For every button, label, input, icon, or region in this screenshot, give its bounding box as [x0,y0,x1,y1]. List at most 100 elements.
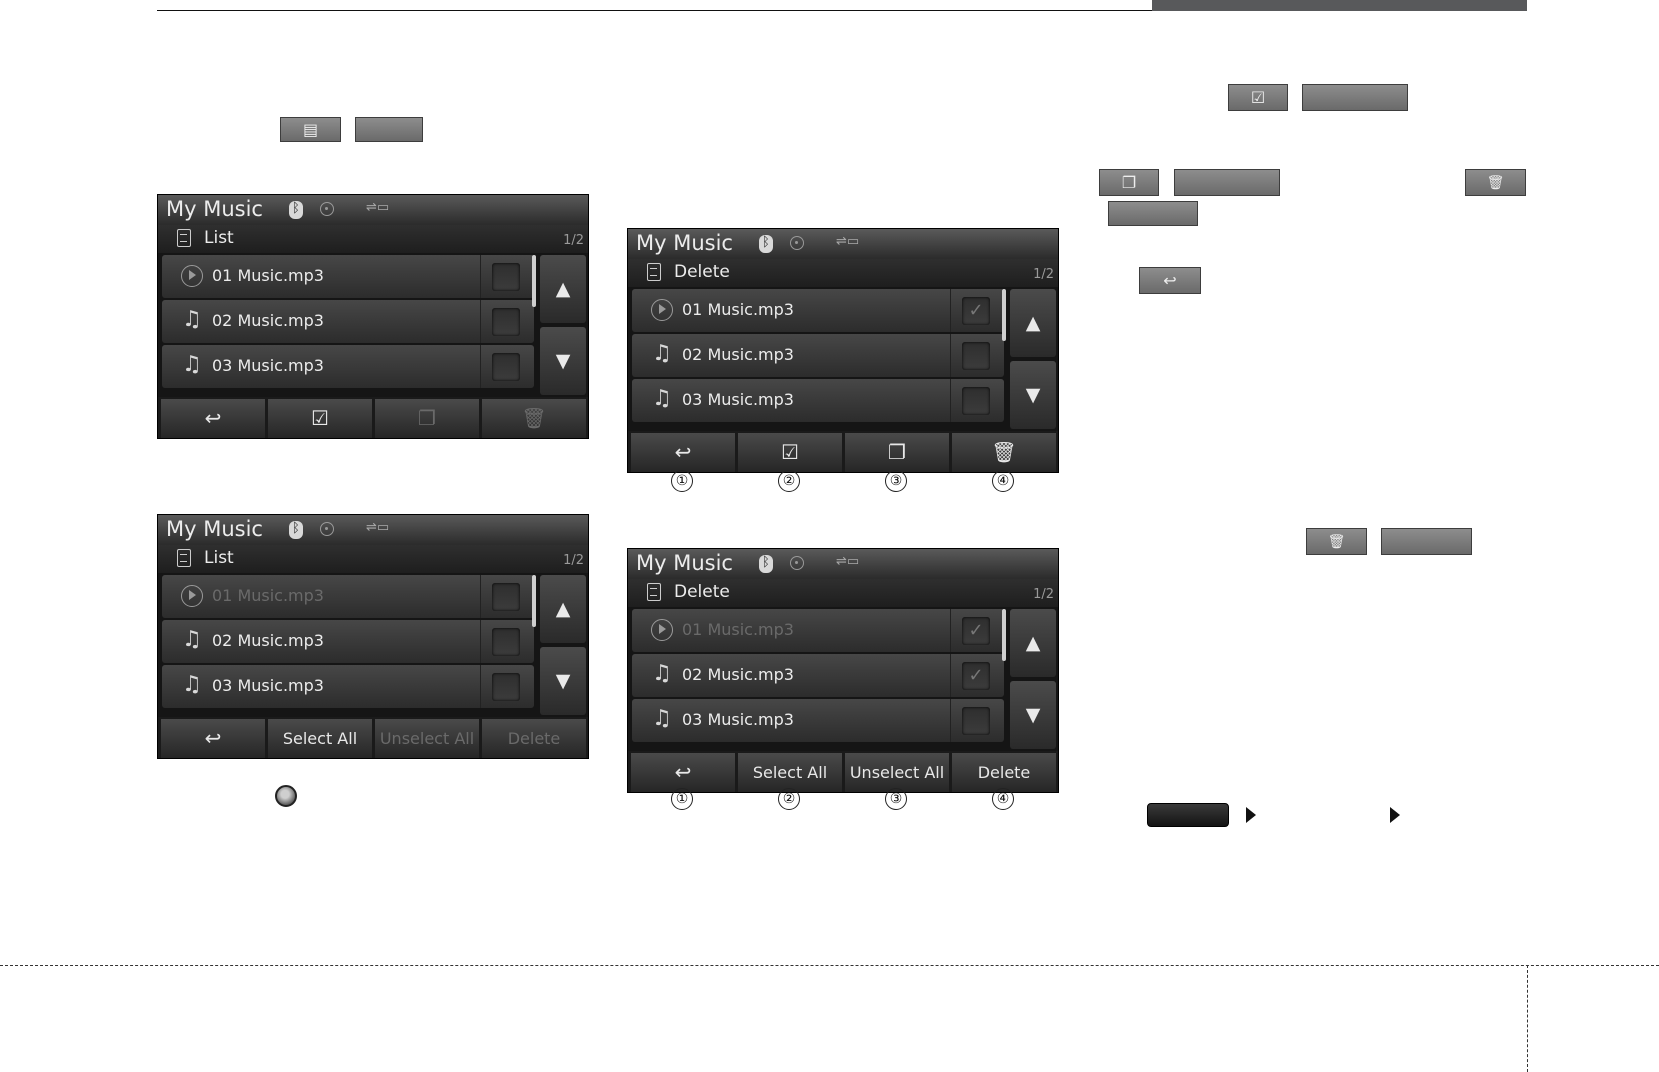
tune-knob-icon [275,785,297,807]
select-button[interactable]: Select All [738,753,842,792]
arrow-right-icon [1390,807,1400,823]
select-button[interactable]: ☑ [268,399,372,438]
back-button[interactable]: ↩ [631,433,735,472]
back-button-image: ↩ [1139,267,1201,294]
delete-button[interactable]: 🗑 [482,399,586,438]
divider [480,255,481,298]
checkbox[interactable] [962,342,990,370]
music-note-icon: ♫ [182,352,202,377]
bottom-dashed-divider [1527,965,1528,1072]
file-name: 02 Music.mp3 [212,631,324,650]
delete-button[interactable]: Delete [952,753,1056,792]
checkbox[interactable]: ✓ [962,297,990,325]
copy-button[interactable]: ❐ [845,433,949,472]
select-button[interactable]: Select All [268,719,372,758]
list-item[interactable]: 01 Music.mp3 ✓ [632,609,1004,652]
back-button[interactable]: ↩ [631,753,735,792]
screen-title: My Music [636,551,733,575]
list-item[interactable]: ♫ 02 Music.mp3 [632,334,1004,377]
play-icon [181,585,203,607]
list-item[interactable]: 01 Music.mp3 [162,575,534,618]
scroll-up-button[interactable]: ▲ [1010,609,1056,677]
list-item[interactable]: 01 Music.mp3 ✓ [632,289,1004,332]
mode-label: List [204,228,234,248]
music-note-icon: ♫ [652,386,672,411]
list-button-image: ▤ [280,117,341,142]
callout-number: ② [778,788,800,810]
scroll-up-button[interactable]: ▲ [540,255,586,323]
play-icon [651,299,673,321]
checkbox[interactable] [492,353,520,381]
copy-button[interactable]: Unselect All [375,719,479,758]
copy-button[interactable]: ❐ [375,399,479,438]
page-indicator: 1/2 [563,233,584,248]
scroll-down-button[interactable]: ▼ [540,327,586,395]
bottom-dashed-rule [0,965,1659,966]
music-screen: My Music ⇌▭ Delete 1/2 01 Music.mp3 ✓ ♫ … [627,228,1059,473]
list-item[interactable]: ♫ 03 Music.mp3 [632,699,1004,742]
usb-icon: ⇌▭ [366,520,390,535]
back-button[interactable]: ↩ [161,399,265,438]
divider [480,300,481,343]
check-icon: ☑ [1250,88,1266,107]
divider [950,379,951,422]
list-item[interactable]: 01 Music.mp3 [162,255,534,298]
callout-number: ③ [885,470,907,492]
scrollbar[interactable] [532,255,536,307]
music-note-icon: ♫ [182,672,202,697]
checkbox[interactable]: ✓ [962,617,990,645]
music-note-icon: ♫ [182,627,202,652]
usb-icon: ⇌▭ [836,554,860,569]
mark-label-button-image [1302,84,1408,111]
sub-header: Delete 1/2 [628,259,1058,287]
checkbox[interactable] [492,583,520,611]
list-item[interactable]: ♫ 02 Music.mp3 [162,300,534,343]
copy-button[interactable]: Unselect All [845,753,949,792]
back-button[interactable]: ↩ [161,719,265,758]
music-note-icon: ♫ [652,341,672,366]
screen-header: My Music ⇌▭ [158,515,588,545]
top-tab-bar [1152,0,1527,11]
scroll-up-button[interactable]: ▲ [540,575,586,643]
top-rule [157,10,1527,11]
file-name: 01 Music.mp3 [682,620,794,639]
scrollbar[interactable] [532,575,536,627]
list-item[interactable]: ♫ 03 Music.mp3 [162,345,534,388]
trash-icon: 🗑 [1327,533,1346,550]
screen-header: My Music ⇌▭ [158,195,588,225]
divider [950,334,951,377]
scroll-down-button[interactable]: ▼ [1010,681,1056,749]
list-item[interactable]: ♫ 02 Music.mp3 [162,620,534,663]
music-screen: My Music ⇌▭ List 1/2 01 Music.mp3 ♫ 02 M… [157,194,589,439]
checkbox[interactable]: ✓ [962,662,990,690]
mode-label: Delete [674,262,730,282]
scrollbar[interactable] [1002,609,1006,661]
scroll-down-button[interactable]: ▼ [540,647,586,715]
select-button[interactable]: ☑ [738,433,842,472]
trash-icon: 🗑 [1486,174,1505,191]
checkbox[interactable] [492,308,520,336]
bluetooth-icon [759,555,773,573]
scroll-down-button[interactable]: ▼ [1010,361,1056,429]
delete-button[interactable]: Delete [482,719,586,758]
checkbox[interactable] [492,673,520,701]
list-item[interactable]: ♫ 02 Music.mp3 ✓ [632,654,1004,697]
list-item[interactable]: ♫ 03 Music.mp3 [162,665,534,708]
list-icon: ▤ [302,120,319,139]
file-name: 02 Music.mp3 [212,311,324,330]
list-label-button-image [355,117,423,142]
scrollbar[interactable] [1002,289,1006,341]
checkbox[interactable] [962,707,990,735]
delete-button-image: 🗑 [1465,169,1526,196]
checkbox[interactable] [962,387,990,415]
page-indicator: 1/2 [1033,587,1054,602]
list-item[interactable]: ♫ 03 Music.mp3 [632,379,1004,422]
scroll-up-button[interactable]: ▲ [1010,289,1056,357]
checkbox[interactable] [492,628,520,656]
bluetooth-icon [289,201,303,219]
play-icon [651,619,673,641]
checkbox[interactable] [492,263,520,291]
delete-button[interactable]: 🗑 [952,433,1056,472]
list-icon [647,263,661,281]
